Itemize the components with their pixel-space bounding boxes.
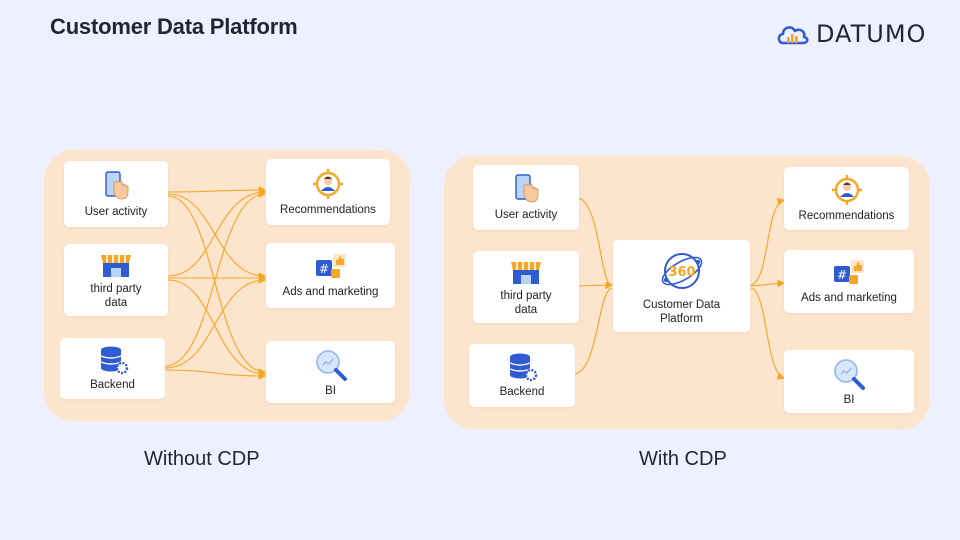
target-label: Recommendations — [798, 210, 895, 222]
edge-backend-to-ads — [164, 276, 267, 369]
edge-backend-to-cdp — [574, 287, 613, 375]
without-cdp-source-user-activity: User activity — [64, 161, 168, 227]
target-label: BI — [843, 394, 855, 406]
database-gear-icon — [100, 346, 128, 375]
edge-thirdparty-to-recommendations — [167, 188, 267, 277]
storefront-icon — [511, 261, 541, 284]
hub-badge-text: 360 — [668, 265, 695, 280]
svg-text:#: # — [837, 268, 847, 282]
edge-user-to-recommendations — [167, 186, 267, 194]
without-cdp-target-bi: BI — [266, 341, 395, 403]
with-cdp-target-bi: BI — [784, 350, 914, 413]
hashtag-like-icon: # — [315, 254, 346, 278]
edge-cdp-to-ads — [750, 279, 786, 288]
hub-label: Customer Data Platform — [642, 298, 721, 325]
source-label: User activity — [84, 205, 148, 218]
source-label: Backend — [90, 379, 135, 391]
without-cdp-target-recommendations: Recommendations — [266, 159, 390, 225]
touch-screen-icon — [105, 170, 129, 199]
with-cdp-source-third-party-data: third party data — [473, 251, 579, 323]
source-label: Backend — [499, 386, 545, 398]
target-person-icon — [313, 168, 343, 199]
without-cdp-caption: Without CDP — [144, 448, 260, 470]
magnifier-icon — [834, 359, 865, 390]
edge-cdp-to-bi — [750, 287, 786, 380]
page-title: Customer Data Platform — [50, 14, 298, 39]
target-label: Ads and marketing — [801, 292, 897, 304]
touch-screen-icon — [515, 174, 539, 203]
brand-logo: DATUMO — [776, 18, 926, 50]
360-orbit-icon: 360 — [661, 252, 702, 289]
source-label: third party data — [500, 289, 552, 316]
target-person-icon — [831, 175, 862, 205]
with-cdp-target-ads-and-marketing: # Ads and marketing — [784, 250, 914, 313]
with-cdp-target-recommendations: Recommendations — [784, 167, 909, 230]
database-gear-icon — [509, 353, 538, 382]
magnifier-icon — [315, 349, 347, 381]
brand-name: DATUMO — [816, 20, 927, 48]
source-label: User activity — [494, 209, 558, 221]
hashtag-like-icon: # — [834, 260, 864, 284]
edge-backend-to-recommendations — [164, 190, 267, 367]
storefront-icon — [101, 254, 131, 277]
without-cdp-target-ads-and-marketing: # Ads and marketing — [266, 243, 395, 308]
edge-user-to-cdp — [578, 197, 613, 287]
edge-thirdparty-to-bi — [167, 279, 267, 378]
with-cdp-source-user-activity: User activity — [473, 165, 579, 230]
edge-user-to-ads — [167, 193, 267, 280]
edge-user-to-bi — [167, 195, 267, 376]
edge-backend-to-bi — [164, 369, 267, 380]
without-cdp-source-backend: Backend — [60, 338, 165, 399]
target-label: BI — [325, 384, 336, 397]
cloud-chart-icon — [777, 26, 809, 45]
with-cdp-caption: With CDP — [639, 448, 727, 470]
without-cdp-source-third-party-data: third party data — [64, 244, 168, 316]
with-cdp-hub-customer-data-platform: 360 Customer Data Platform — [613, 240, 750, 332]
edge-thirdparty-to-cdp — [578, 281, 614, 290]
with-cdp-source-backend: Backend — [469, 344, 575, 407]
target-label: Ads and marketing — [282, 286, 379, 298]
edge-cdp-to-recommendations — [750, 197, 786, 286]
source-label: third party data — [90, 282, 142, 309]
target-label: Recommendations — [280, 203, 376, 216]
svg-text:#: # — [318, 262, 328, 276]
